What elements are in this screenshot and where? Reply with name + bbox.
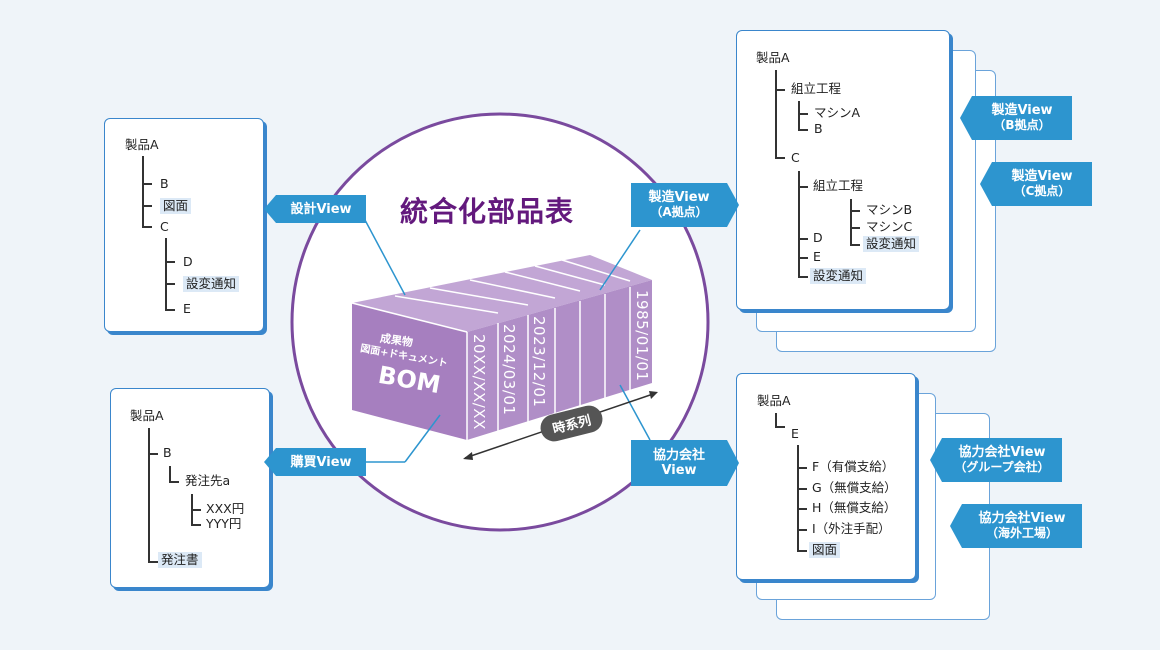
tree-item-highlighted: 設変通知 — [863, 236, 920, 252]
design-view-card — [104, 118, 264, 332]
tree-item: B — [163, 445, 172, 460]
tree-item-highlighted: 発注書 — [158, 552, 202, 568]
tree-item: C — [791, 150, 800, 165]
tree-root: 製品A — [756, 50, 790, 65]
tree-item: H（無償支給） — [812, 500, 897, 515]
tree-item: 組立工程 — [791, 81, 842, 96]
purchase-view-label: 購買View — [290, 454, 352, 470]
tree-item: D — [813, 230, 823, 245]
mfg-c-view-label: 製造View — [1011, 169, 1073, 184]
partner-overseas-view-sub: （海外工場） — [985, 526, 1058, 540]
purchase-view-tag[interactable]: 購買View — [264, 448, 366, 476]
tree-item: YYY円 — [206, 516, 242, 531]
tree-item: C — [160, 219, 169, 234]
tree-item: XXX円 — [206, 501, 245, 516]
mfg-view-card-a — [736, 30, 950, 310]
tree-item: I（外注手配） — [812, 521, 891, 536]
partner-view-label: 協力会社 — [652, 448, 705, 463]
tree-root: 製品A — [757, 393, 791, 408]
design-view-tag[interactable]: 設計View — [264, 195, 366, 223]
mfg-b-view-label: 製造View — [991, 103, 1053, 118]
tree-item-highlighted: 設変通知 — [810, 268, 867, 284]
bom-date-1: 20XX/XX/XX — [470, 334, 488, 430]
tree-item-highlighted: 図面 — [160, 198, 192, 214]
mfg-a-view-sub: （A拠点） — [650, 205, 708, 219]
tree-item: 発注先a — [185, 473, 231, 488]
bom-date-2: 2024/03/01 — [500, 324, 518, 416]
partner-group-view-sub: （グループ会社） — [954, 460, 1050, 474]
tree-item: B — [814, 121, 823, 136]
mfg-c-view-sub: （C拠点） — [1013, 184, 1071, 198]
tree-item: E — [791, 426, 799, 441]
tree-item: マシンC — [866, 219, 913, 234]
tree-item-highlighted: 設変通知 — [183, 276, 240, 292]
tree-item: D — [183, 254, 193, 269]
tree-root: 製品A — [125, 137, 159, 152]
tree-item: E — [813, 249, 821, 264]
bom-date-7: 1985/01/01 — [633, 290, 651, 382]
tree-item: マシンB — [866, 202, 913, 217]
bom-date-3: 2023/12/01 — [530, 316, 548, 408]
tree-item: E — [183, 301, 191, 316]
tree-item: B — [160, 176, 169, 191]
diagram-title: 統合化部品表 — [400, 195, 575, 228]
partner-view-sub: View — [661, 463, 697, 478]
tree-item: G（無償支給） — [812, 480, 897, 495]
mfg-a-view-tag[interactable]: 製造View （A拠点） — [631, 183, 739, 227]
partner-group-view-label: 協力会社View — [958, 445, 1046, 460]
partner-overseas-view-label: 協力会社View — [978, 511, 1066, 526]
mfg-c-view-tag[interactable]: 製造View （C拠点） — [980, 162, 1092, 206]
tree-item: 組立工程 — [813, 178, 864, 193]
partner-overseas-view-tag[interactable]: 協力会社View （海外工場） — [950, 504, 1082, 548]
mfg-b-view-sub: （B拠点） — [993, 118, 1051, 132]
tree-root: 製品A — [130, 408, 164, 423]
tree-item-highlighted: 図面 — [809, 542, 841, 558]
partner-view-tag[interactable]: 協力会社 View — [631, 440, 739, 486]
partner-group-view-tag[interactable]: 協力会社View （グループ会社） — [930, 438, 1062, 482]
mfg-b-view-tag[interactable]: 製造View （B拠点） — [960, 96, 1072, 140]
tree-item: マシンA — [814, 105, 861, 120]
design-view-label: 設計View — [290, 201, 352, 217]
bom-block — [351, 255, 652, 440]
tree-item: F（有償支給） — [812, 459, 895, 474]
connector-lines — [364, 219, 651, 463]
mfg-a-view-label: 製造View — [648, 190, 710, 205]
